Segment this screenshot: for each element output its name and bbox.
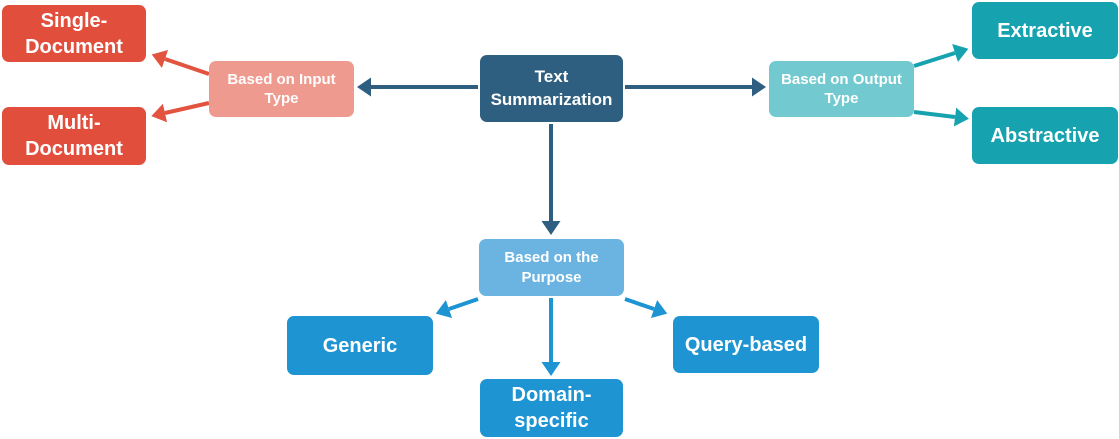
node-label: Domain- specific: [511, 384, 592, 432]
node-extractive: Extractive: [972, 2, 1118, 59]
node-query-based: Query-based: [673, 316, 819, 373]
edge-input-type-to-multi-document: [151, 101, 210, 123]
edge-purpose-to-generic: [435, 297, 479, 318]
node-based-on-the-purpose: Based on the Purpose: [479, 239, 624, 296]
node-generic: Generic: [287, 316, 433, 375]
edge-output-type-to-extractive: [913, 43, 969, 68]
node-label: Query-based: [684, 333, 808, 356]
edge-purpose-to-query-based: [624, 297, 668, 318]
node-based-on-output-type: Based on Output Type: [769, 61, 914, 117]
node-label: Based on Output Type: [781, 70, 902, 108]
node-label: Text Summarization: [490, 67, 613, 109]
edge-output-type-to-abstractive: [913, 107, 969, 127]
node-label: Single- Document: [25, 9, 123, 58]
node-label: Based on the Purpose: [504, 249, 599, 286]
node-based-on-input-type: Based on Input Type: [209, 61, 354, 117]
node-abstractive: Abstractive: [972, 107, 1118, 164]
node-label: Generic: [322, 334, 398, 357]
node-label: Extractive: [997, 19, 1093, 42]
node-text-summarization: Text Summarization: [480, 55, 623, 122]
node-single-document: Single- Document: [2, 5, 146, 62]
node-domain-specific: Domain- specific: [480, 379, 623, 437]
node-label: Based on Input Type: [227, 70, 336, 108]
node-label: Multi- Document: [25, 112, 123, 160]
node-multi-document: Multi- Document: [2, 107, 146, 165]
node-label: Abstractive: [990, 124, 1100, 147]
edge-input-type-to-single-document: [151, 50, 210, 76]
